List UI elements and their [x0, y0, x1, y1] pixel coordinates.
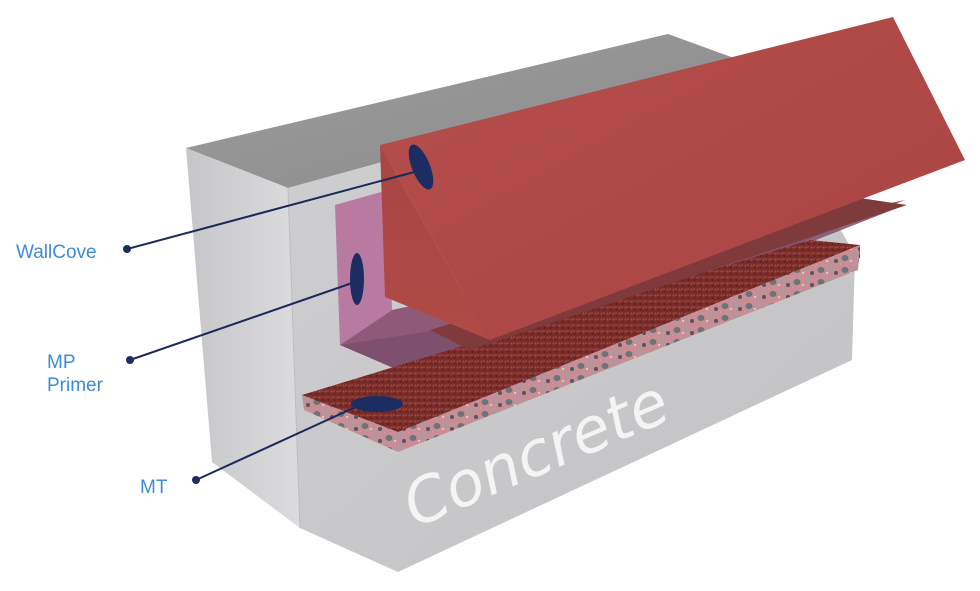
wallcove-leader-line: [126, 170, 419, 250]
primer-leader-dot: [126, 356, 134, 364]
wallcove-label: WallCove: [16, 241, 97, 264]
mp-primer-label: MP Primer: [47, 351, 103, 397]
primer-leader-line: [129, 281, 356, 361]
mt-top-main: [302, 240, 860, 432]
concrete-edge: [287, 187, 301, 529]
mt-leader-dot: [192, 476, 200, 484]
wallcove-marker: [408, 144, 434, 190]
mt-edge-left: [302, 395, 398, 452]
concrete-top-face: [186, 34, 745, 188]
primer-vertical: [335, 190, 392, 345]
mt-edge-front: [398, 245, 860, 452]
wallcove-leader-dot: [123, 245, 131, 253]
mt-label-text: MT: [140, 477, 168, 498]
wallcove-face: [380, 17, 965, 340]
mt-label: MT: [140, 476, 167, 499]
mp-primer-label-line1: MP: [47, 352, 76, 373]
callouts: [123, 144, 434, 484]
primer-marker: [350, 253, 364, 305]
wallcove-layer: [380, 17, 965, 350]
wallcove-label-text: WallCove: [16, 242, 97, 263]
mt-marker: [351, 396, 403, 412]
mp-primer-label-line2: Primer: [47, 375, 103, 396]
mt-layer: [302, 240, 860, 452]
concrete-left-face: [186, 148, 300, 528]
mt-leader-line: [195, 404, 361, 481]
